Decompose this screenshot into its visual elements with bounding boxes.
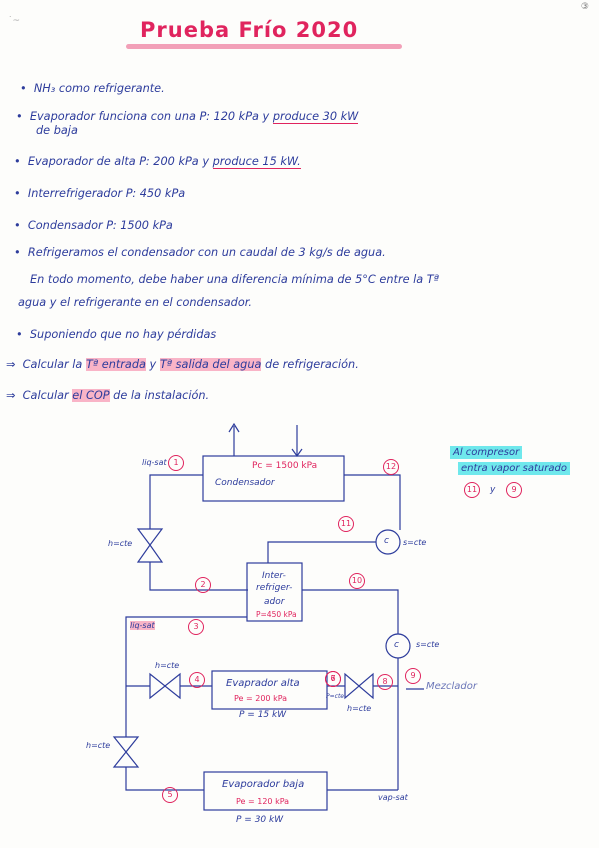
valve-3-label: h=cte: [347, 704, 372, 713]
state-12: 12: [383, 459, 399, 475]
valve-4-label: h=cte: [86, 741, 111, 750]
task-cop: ⇒ Calcular el COP de la instalación.: [6, 389, 210, 402]
bullet-agua-cont1: En todo momento, debe haber una diferenc…: [30, 273, 440, 286]
condensador-label: Condensador: [215, 478, 275, 488]
state-3: 3: [188, 619, 204, 635]
state-7: 7: [325, 671, 341, 687]
state-8: 8: [377, 674, 393, 690]
evap-baja-box: [203, 771, 328, 811]
note-line-2: entra vapor saturado: [458, 462, 570, 475]
evap-alta-box: [211, 670, 328, 710]
bullet-agua-cont2: agua y el refrigerante en el condensador…: [18, 296, 252, 309]
note-state-9: 9: [506, 482, 522, 498]
note-line-1: Al compresor: [450, 446, 523, 459]
bullet-perdidas: • Suponiendo que no hay pérdidas: [16, 328, 217, 341]
liq-sat-1: liq-sat: [142, 458, 167, 467]
state-11: 11: [338, 516, 354, 532]
state-1: 1: [168, 455, 184, 471]
mezclador-label: Mezclador: [426, 681, 478, 692]
evap-alta-label: Evaprador alta: [226, 678, 300, 689]
evap-baja-power: P = 30 kW: [236, 815, 284, 825]
s-cte-top: s=cte: [403, 538, 427, 547]
valve-4: [112, 736, 140, 768]
valve-2: [149, 672, 181, 700]
state-4: 4: [189, 672, 205, 688]
valve-3: [344, 672, 374, 700]
state-2: 2: [195, 577, 211, 593]
vap-sat-label: vap-sat: [378, 793, 408, 802]
interrefrigerador-box: [246, 562, 303, 622]
inter-label-1: Inter-: [262, 571, 286, 581]
condensador-box: [202, 455, 345, 502]
note-state-11: 11: [464, 482, 480, 498]
inter-label-3: ador: [264, 597, 285, 607]
valve-1-label: h=cte: [108, 539, 133, 548]
bullet-evap-alta: • Evaporador de alta P: 200 kPa y produc…: [14, 155, 301, 169]
page-title: Prueba Frío 2020: [140, 18, 359, 42]
bullet-refrigerant: • NH₃ como refrigerante.: [20, 82, 165, 95]
evap-alta-pressure: Pe = 200 kPa: [234, 694, 288, 703]
bullet-interrefrigerador: • Interrefrigerador P: 450 kPa: [14, 187, 186, 200]
compressor-top-c: c: [384, 536, 389, 546]
evap-baja-label: Evaporador baja: [222, 779, 305, 790]
bullet-evap-baja-cont: de baja: [36, 124, 78, 137]
liq-sat-3: liq-sat: [130, 621, 155, 630]
inter-pressure: P=450 kPa: [256, 610, 297, 619]
evap-alta-power: P = 15 kW: [239, 710, 287, 720]
title-underline: [126, 44, 402, 49]
task-temperaturas: ⇒ Calcular la Tª entrada y Tª salida del…: [6, 358, 359, 371]
state-10: 10: [349, 573, 365, 589]
bullet-condensador: • Condensador P: 1500 kPa: [14, 219, 173, 232]
bullet-evap-baja: • Evaporador funciona con una P: 120 kPa…: [16, 110, 359, 124]
evap-baja-pressure: Pe = 120 kPa: [236, 797, 290, 806]
state-9: 9: [405, 668, 421, 684]
inter-label-2: refriger-: [256, 583, 293, 593]
state-5: 5: [162, 787, 178, 803]
valve-1: [136, 528, 164, 563]
s-cte-mid: s=cte: [416, 640, 440, 649]
condensador-pressure: Pc = 1500 kPa: [252, 461, 318, 471]
page-number: ③: [580, 2, 589, 12]
bullet-agua: • Refrigeramos el condensador con un cau…: [14, 246, 386, 259]
valve-2-label: h=cte: [155, 661, 180, 670]
compressor-mid-c: c: [394, 640, 399, 650]
p-cte-label: P=cte: [326, 693, 344, 700]
corner-mark: ˙~: [8, 16, 21, 26]
note-y: y: [490, 485, 496, 495]
